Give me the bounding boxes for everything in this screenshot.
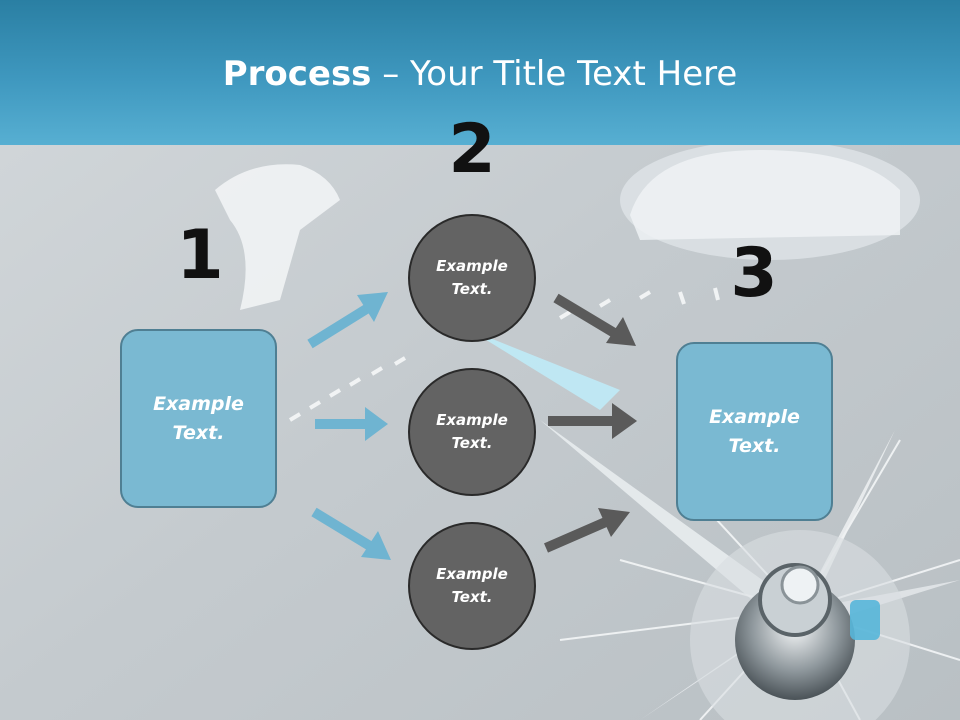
arrow-left-to-middle: [315, 407, 388, 441]
circle-top[interactable]: Example Text.: [408, 214, 536, 342]
title-rest-part: – Your Title Text Here: [371, 54, 738, 94]
title-bar: [0, 0, 960, 145]
step-number-1: 1: [176, 216, 224, 295]
arrow-top-to-right: [553, 293, 636, 346]
circle-middle-text: Example Text.: [436, 411, 508, 452]
circle-bottom-text: Example Text.: [436, 565, 508, 606]
right-box-text: Example Text.: [709, 405, 800, 457]
right-text-box[interactable]: Example Text.: [676, 342, 833, 521]
title-bold-part: Process: [222, 54, 372, 94]
step-number-3: 3: [730, 234, 778, 313]
left-text-box[interactable]: Example Text.: [120, 329, 277, 508]
left-box-text: Example Text.: [153, 392, 244, 444]
step-number-2: 2: [448, 110, 496, 189]
arrow-bottom-to-right: [544, 508, 630, 553]
arrow-left-to-top: [307, 292, 388, 349]
arrow-middle-to-right: [548, 403, 637, 439]
circle-middle[interactable]: Example Text.: [408, 368, 536, 496]
arrow-left-to-bottom: [311, 507, 391, 560]
circle-top-text: Example Text.: [436, 257, 508, 298]
circle-bottom[interactable]: Example Text.: [408, 522, 536, 650]
slide-title: Process – Your Title Text Here: [0, 50, 960, 98]
